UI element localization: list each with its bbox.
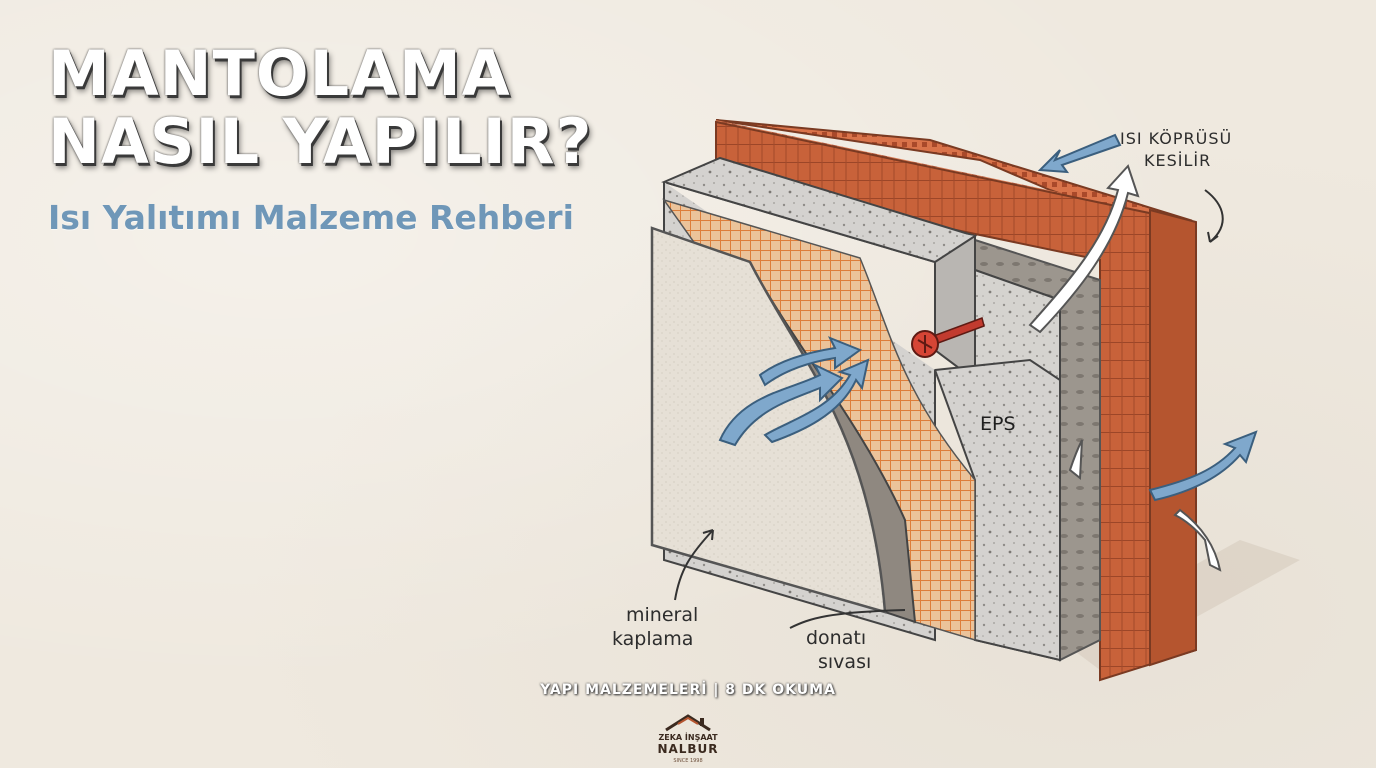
logo-line-1: ZEKA İNŞAAT: [658, 733, 718, 742]
heat-flow-arrows: [718, 133, 1258, 502]
brand-logo: ZEKA İNŞAAT NALBUR SINCE 1998: [648, 710, 728, 768]
mineral-finish-panel: [650, 226, 887, 614]
mineral-line-2: kaplama: [612, 628, 694, 650]
mineral-pointer: [674, 529, 714, 601]
donati-line-1: donatı: [806, 627, 867, 649]
heat-bridge-white-arrows: [1028, 164, 1222, 572]
title-line-1: MANTOLAMA: [48, 37, 511, 110]
heat-bridge-line-2: KESİLİR: [1144, 151, 1212, 170]
eps-label: EPS: [980, 413, 1016, 435]
logo-line-3: SINCE 1998: [673, 758, 703, 764]
logo-line-2: NALBUR: [657, 742, 719, 756]
brick-side-face: [1149, 208, 1197, 667]
mineral-label: mineral kaplama: [612, 603, 698, 651]
page-subtitle: Isı Yalıtımı Malzeme Rehberi: [48, 198, 574, 237]
page-title: MANTOLAMA NASIL YAPILIR?: [48, 40, 592, 176]
house-roof-icon: [665, 714, 711, 732]
article-meta: YAPI MALZEMELERİ | 8 DK OKUMA: [540, 682, 836, 698]
dowel-anchor: [911, 317, 985, 358]
donati-pointer: [789, 609, 906, 629]
title-line-2: NASIL YAPILIR?: [48, 105, 593, 178]
donati-line-2: sıvası: [818, 651, 872, 673]
donati-label: donatı sıvası: [806, 626, 871, 674]
mineral-line-1: mineral: [626, 604, 699, 626]
heat-bridge-label: ISI KÖPRÜSÜ KESİLİR: [1120, 128, 1232, 172]
heat-bridge-line-1: ISI KÖPRÜSÜ: [1120, 129, 1233, 148]
